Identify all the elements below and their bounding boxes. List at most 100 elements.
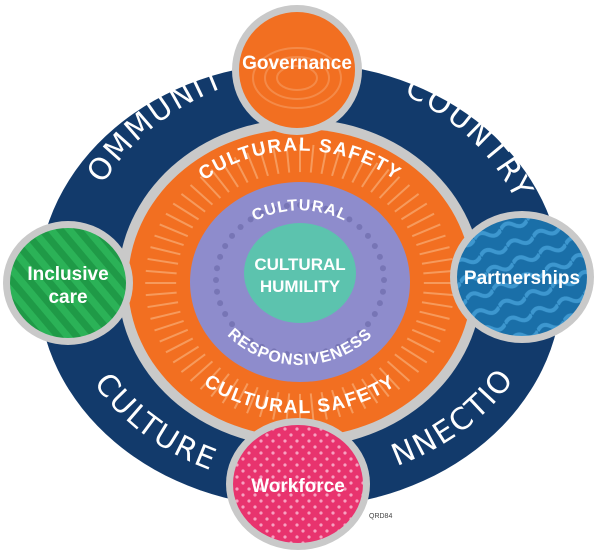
texture-tick: [370, 373, 390, 398]
node-workforce: Workforce: [226, 418, 370, 550]
texture-tick: [361, 162, 379, 188]
texture-tick: [341, 152, 354, 180]
texture-dot: [364, 321, 371, 328]
node-governance-label: Governance: [242, 53, 352, 74]
texture-dot: [322, 205, 329, 212]
texture-tick: [351, 383, 367, 410]
texture-tick: [199, 176, 222, 199]
texture-dot: [217, 253, 224, 260]
texture-tick: [419, 246, 450, 256]
texture-tick: [246, 386, 259, 414]
texture-dot: [258, 343, 265, 350]
texture-tick: [189, 360, 214, 382]
texture-tick: [233, 383, 249, 410]
texture-tick: [147, 301, 179, 309]
texture-dot: [222, 242, 229, 249]
texture-tick: [411, 223, 441, 238]
purple-ring-dots: [213, 202, 387, 358]
texture-tick: [351, 156, 367, 183]
texture-tick: [309, 393, 315, 422]
texture-dot: [310, 202, 317, 209]
texture-dot: [376, 253, 383, 260]
texture-tick: [416, 234, 446, 247]
texture-tick: [394, 193, 420, 213]
texture-dot: [376, 300, 383, 307]
texture-dot: [322, 348, 329, 355]
texture-tick: [165, 337, 194, 354]
texture-tick: [172, 202, 200, 221]
texture-dot: [247, 216, 254, 223]
node-inclusive-care-label-1: Inclusive: [27, 264, 108, 285]
texture-tick: [406, 337, 435, 354]
texture-dot: [283, 351, 290, 358]
texture-tick: [400, 202, 428, 221]
texture-tick: [331, 148, 342, 177]
texture-tick: [150, 246, 181, 256]
texture-tick: [361, 378, 379, 404]
texture-tick: [378, 367, 401, 390]
texture-tick: [411, 328, 441, 343]
texture-tick: [180, 193, 206, 213]
texture-tick: [172, 345, 200, 364]
texture-tick: [320, 392, 328, 420]
texture-tick: [258, 389, 269, 418]
texture-tick: [199, 367, 222, 390]
texture-tick: [406, 212, 435, 229]
texture-tick: [400, 345, 428, 364]
texture-tick: [147, 257, 179, 265]
texture-dot: [335, 210, 342, 217]
texture-tick: [419, 310, 450, 320]
texture-tick: [285, 144, 291, 173]
texture-tick: [221, 162, 239, 188]
texture-tick: [386, 184, 411, 206]
texture-tick: [272, 392, 280, 420]
texture-tick: [246, 152, 259, 180]
texture-tick: [159, 223, 189, 238]
node-partnerships: Partnerships: [450, 211, 594, 343]
texture-dot: [297, 202, 303, 208]
texture-tick: [394, 353, 420, 373]
texture-tick: [285, 393, 291, 422]
texture-tick: [341, 386, 354, 414]
texture-tick: [272, 146, 280, 174]
texture-tick: [154, 234, 184, 247]
label-center-line2: HUMILITY: [260, 277, 341, 296]
node-workforce-label: Workforce: [251, 476, 345, 497]
texture-dot: [379, 265, 386, 272]
texture-dot: [214, 288, 221, 295]
texture-tick: [386, 360, 411, 382]
texture-dot: [271, 205, 278, 212]
texture-dot: [371, 242, 378, 249]
texture-tick: [145, 269, 177, 275]
cultural-humility-center: [244, 223, 356, 323]
texture-dot: [379, 288, 386, 295]
texture-tick: [159, 328, 189, 343]
texture-tick: [421, 257, 453, 265]
texture-tick: [258, 148, 269, 177]
texture-tick: [145, 291, 177, 297]
texture-dot: [247, 337, 254, 344]
texture-tick: [320, 146, 328, 174]
texture-dot: [371, 311, 378, 318]
texture-dot: [283, 202, 290, 209]
texture-tick: [423, 269, 455, 275]
texture-dot: [213, 277, 219, 283]
texture-dot: [237, 330, 244, 337]
texture-dot: [229, 232, 236, 239]
texture-tick: [421, 301, 453, 309]
texture-tick: [165, 212, 194, 229]
texture-dot: [214, 265, 221, 272]
node-inclusive-care-label-2: care: [48, 287, 87, 308]
texture-dot: [222, 311, 229, 318]
texture-tick: [309, 144, 315, 173]
node-partnerships-label: Partnerships: [464, 268, 580, 289]
node-inclusive-care: Inclusive care: [3, 221, 133, 345]
texture-dot: [258, 210, 265, 217]
texture-dot: [229, 321, 236, 328]
texture-dot: [356, 330, 363, 337]
document-code: QRD84: [369, 513, 392, 520]
texture-tick: [370, 168, 390, 193]
texture-tick: [210, 168, 230, 193]
